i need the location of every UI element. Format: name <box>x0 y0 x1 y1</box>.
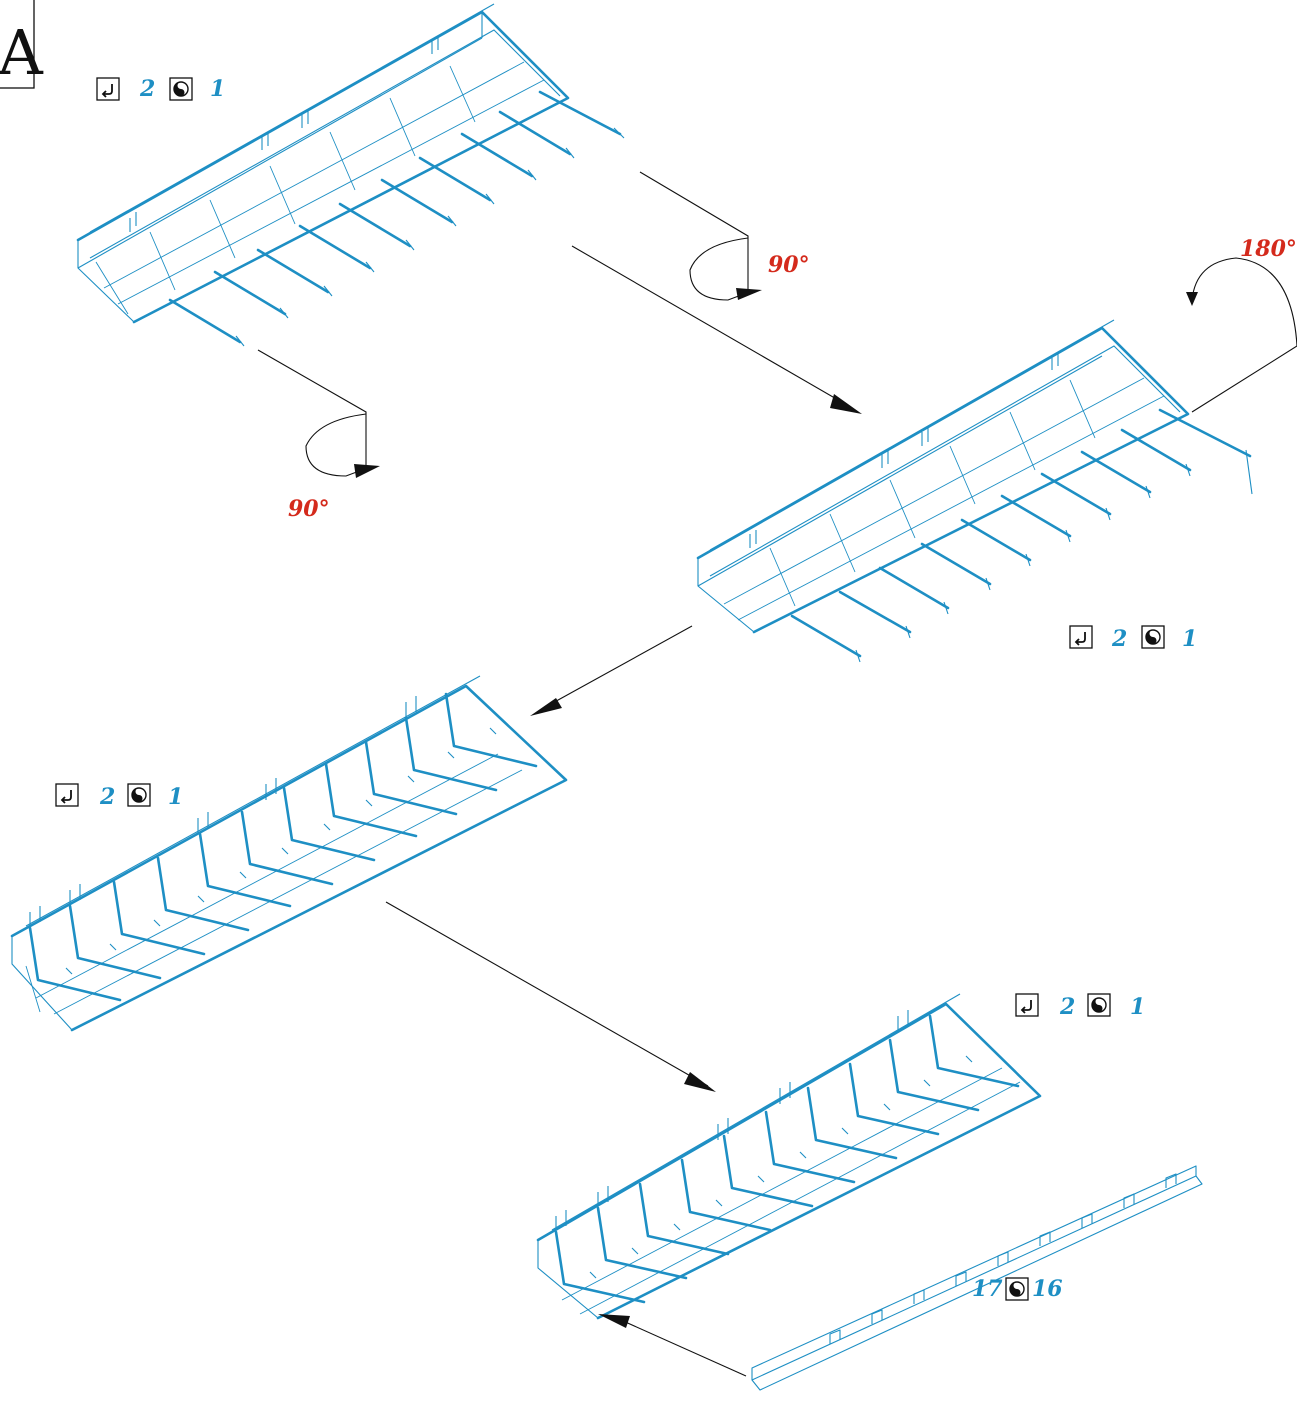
fastening-strip <box>751 1165 1203 1391</box>
strip-left-qty: 17 <box>972 1276 1003 1302</box>
twist-qty: 1 <box>1130 994 1145 1020</box>
callout-4: 2 1 <box>1015 993 1145 1020</box>
callout-2: 2 1 <box>1069 625 1197 652</box>
angle-label: 90° <box>768 252 810 278</box>
rivet-tool-icon <box>96 77 120 101</box>
yin-yang-icon <box>1005 1277 1029 1301</box>
angle-label: 90° <box>288 496 330 522</box>
angle-label: 180° <box>1240 236 1297 262</box>
flow-arrow-1 <box>571 245 862 414</box>
twist-qty: 1 <box>1182 626 1197 652</box>
tray-step-4 <box>536 993 1042 1320</box>
rotation-90-left: 90° <box>257 349 380 522</box>
tray-step-1 <box>76 3 625 347</box>
twist-qty: 1 <box>168 784 183 810</box>
step-badge-label: A <box>0 16 44 89</box>
strip-callout: 17 16 <box>972 1276 1063 1302</box>
rivet-tool-icon <box>55 783 79 807</box>
strip-right-qty: 16 <box>1032 1276 1063 1302</box>
callout-3: 2 1 <box>55 783 183 810</box>
step-badge: A <box>0 0 44 89</box>
rivet-tool-icon <box>1069 625 1093 649</box>
flow-arrow-2 <box>530 625 693 716</box>
yin-yang-icon <box>169 77 193 101</box>
tray-step-3 <box>10 675 568 1032</box>
twist-qty: 1 <box>210 76 225 102</box>
flow-arrow-3 <box>385 901 716 1092</box>
rivet-qty: 2 <box>1059 994 1075 1020</box>
rivet-qty: 2 <box>139 76 155 102</box>
rotation-180: 180° <box>1186 236 1297 413</box>
rivet-tool-icon <box>1015 993 1039 1017</box>
rivet-qty: 2 <box>1111 626 1127 652</box>
callout-1: 2 1 <box>96 76 225 102</box>
flow-arrow-4 <box>598 1314 747 1377</box>
yin-yang-icon <box>127 783 151 807</box>
rotation-90-top: 90° <box>639 171 810 301</box>
yin-yang-icon <box>1087 993 1111 1017</box>
tray-step-2 <box>696 319 1253 663</box>
yin-yang-icon <box>1141 625 1165 649</box>
rivet-qty: 2 <box>99 784 115 810</box>
